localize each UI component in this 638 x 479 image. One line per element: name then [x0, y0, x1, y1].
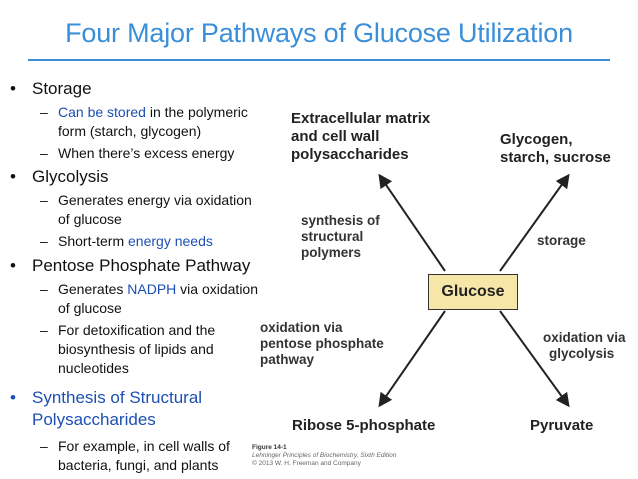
sub-bullet: – For example, in cell walls of bacteria… — [40, 438, 230, 473]
sub-bullet: – Can be stored in the polymeric form (s… — [40, 104, 248, 139]
end-extracellular-matrix: Extracellular matrix and cell wall polys… — [291, 110, 431, 163]
title-divider — [28, 59, 610, 61]
sub-bullet-text: biosynthesis of lipids and — [58, 341, 214, 357]
bullet-dot: • — [10, 256, 16, 275]
sub-bullet-highlight: Can be stored — [58, 104, 146, 120]
bullet-label: Synthesis of Structural — [32, 388, 203, 407]
arrow-to-pyruvate — [499, 310, 570, 408]
arrow-to-glycogen — [499, 173, 570, 272]
sub-bullet-text: Generates — [58, 281, 128, 297]
sub-bullet: – When there’s excess energy — [40, 145, 235, 161]
sub-bullet-text: via oxidation — [176, 281, 258, 297]
sub-bullet: – Generates NADPH via oxidation of gluco… — [40, 281, 258, 316]
bullet-dot: • — [10, 79, 16, 98]
route-storage: storage — [537, 233, 586, 248]
sub-bullet-text: bacteria, fungi, and plants — [58, 457, 219, 473]
sub-bullet-text: in the polymeric — [145, 104, 248, 120]
glucose-node: Glucose — [428, 274, 518, 310]
sub-bullet-text: nucleotides — [58, 360, 129, 376]
sub-bullet-highlight: energy needs — [128, 233, 213, 249]
figure-caption: Figure 14-1 Lehninger Principles of Bioc… — [252, 444, 397, 467]
route-glycolysis: oxidation via glycolysis — [543, 330, 626, 361]
sub-bullet: – Short-term energy needs — [40, 233, 213, 249]
sub-bullet-text: of glucose — [58, 211, 122, 227]
arrow-to-extracellular — [378, 173, 446, 272]
sub-bullet-highlight: NADPH — [127, 281, 177, 297]
end-ribose-5-phosphate: Ribose 5-phosphate — [292, 417, 436, 434]
sub-bullet-text: Short-term — [58, 233, 129, 249]
route-pentose-phosphate: oxidation via pentose phosphate pathway — [260, 320, 384, 367]
sub-bullet-text: For detoxification and the — [58, 322, 216, 338]
sub-bullet-text: For example, in cell walls of — [58, 438, 230, 454]
sub-bullet-text: form (starch, glycogen) — [58, 123, 202, 139]
bullet-label: Pentose Phosphate Pathway — [32, 256, 251, 275]
bullet-label: Polysaccharides — [32, 410, 156, 429]
route-structural-polymers: synthesis of structural polymers — [301, 213, 380, 260]
bullet-structural-polysaccharides: • Synthesis of Structural Polysaccharide… — [10, 387, 202, 431]
bullet-dot: • — [10, 388, 16, 407]
bullet-label: Storage — [32, 79, 92, 98]
bullet-label: Glycolysis — [32, 167, 109, 186]
sub-bullet: – Generates energy via oxidation of gluc… — [40, 192, 252, 227]
sub-bullet-text: Generates energy via oxidation — [58, 192, 252, 208]
end-glycogen-starch-sucrose: Glycogen, starch, sucrose — [500, 131, 611, 166]
slide-title: Four Major Pathways of Glucose Utilizati… — [65, 18, 573, 48]
sub-bullet: – For detoxification and the biosynthesi… — [40, 322, 216, 376]
bullet-dot: • — [10, 167, 16, 186]
sub-bullet-text: When there’s excess energy — [58, 145, 235, 161]
arrow-to-ribose — [378, 310, 446, 408]
sub-bullet-text: of glucose — [58, 300, 122, 316]
end-pyruvate: Pyruvate — [530, 417, 594, 434]
